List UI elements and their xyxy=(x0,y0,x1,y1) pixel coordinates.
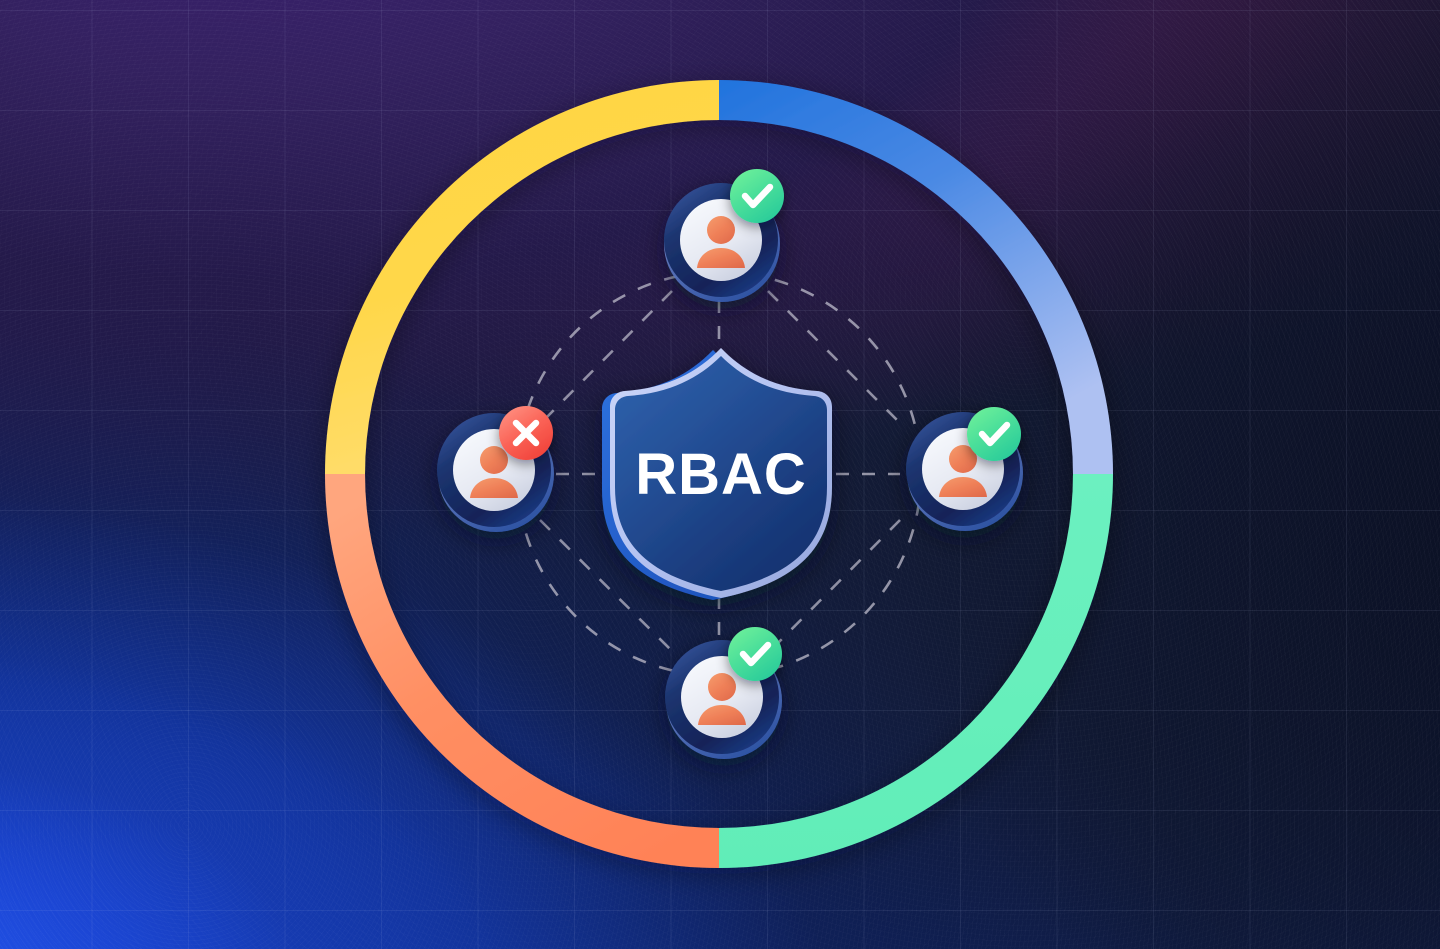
user-node-right[interactable] xyxy=(906,407,1023,531)
connector-bottom-right xyxy=(770,519,901,651)
check-icon xyxy=(741,183,774,209)
user-node-top[interactable] xyxy=(664,169,784,302)
shield-label: RBAC xyxy=(635,442,807,507)
ring-segment-orange xyxy=(325,474,719,868)
check-icon xyxy=(739,641,772,667)
person-icon xyxy=(697,216,745,268)
connector-top-left xyxy=(539,290,673,425)
check-icon xyxy=(978,421,1011,447)
cross-badge xyxy=(499,406,553,460)
rbac-shield: RBAC xyxy=(602,348,832,600)
person-icon xyxy=(939,445,987,497)
shield-body xyxy=(615,356,827,591)
cross-icon xyxy=(512,419,540,447)
user-node-bottom[interactable] xyxy=(665,627,782,759)
ring-segment-yellow xyxy=(325,80,719,474)
ring-segment-blue xyxy=(719,80,1113,474)
person-icon xyxy=(698,673,746,725)
connector-top-right xyxy=(767,290,901,424)
connector-bottom-left xyxy=(539,519,674,653)
dashed-node-connectors xyxy=(539,290,901,653)
user-node-left[interactable] xyxy=(437,406,554,532)
check-badge xyxy=(728,627,782,681)
ring-segment-green xyxy=(719,474,1113,868)
dashed-shield-links xyxy=(556,300,900,640)
person-icon xyxy=(470,446,518,498)
check-badge xyxy=(730,169,784,223)
role-ring xyxy=(325,80,1113,868)
check-badge xyxy=(967,407,1021,461)
